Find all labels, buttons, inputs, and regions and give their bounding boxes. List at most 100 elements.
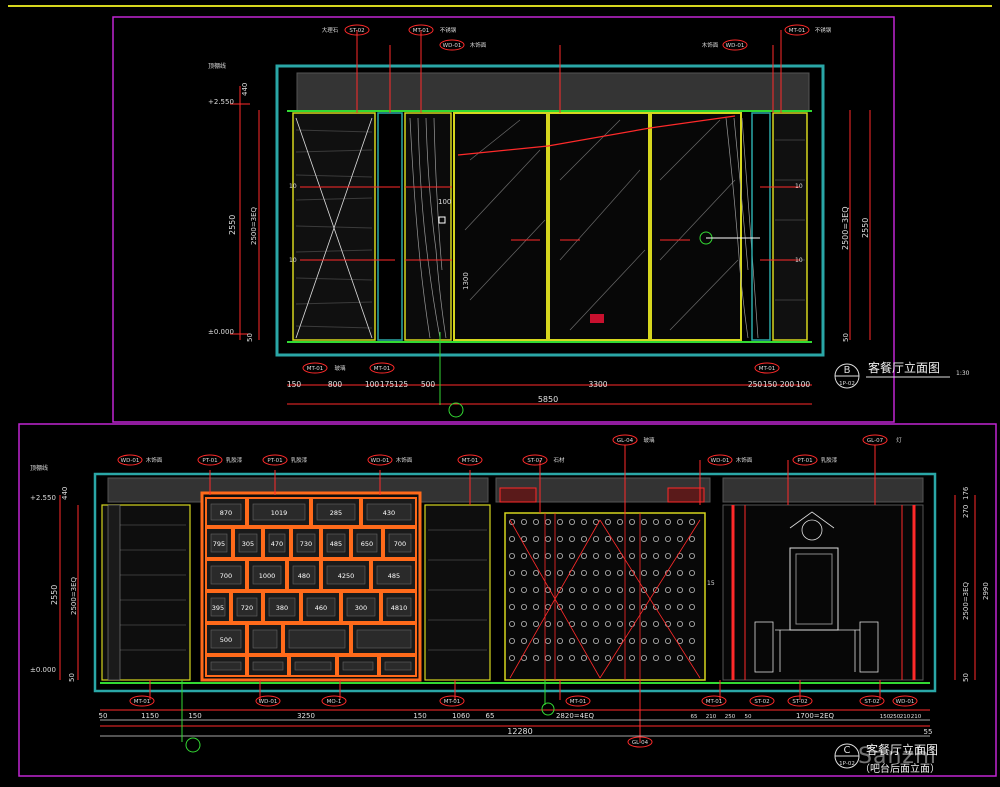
wine-bottle [593,587,600,594]
elev-b-dim-bottom: 200 [780,380,795,389]
wine-bottle [641,638,648,645]
elev-b-dim-bottom: 100 [796,380,811,389]
wine-bottle [557,553,564,560]
elev-b-dim-bottom: 800 [328,380,343,389]
svg-text:MT-01: MT-01 [307,366,324,372]
shelf-item [210,661,242,671]
elev-c-tag-code: WD-01 [259,699,278,705]
shelf-item [252,661,284,671]
wine-bottle [653,638,660,645]
wine-bottle [545,553,552,560]
wine-bottle [581,587,588,594]
elev-c-tag-text: 木饰面 [736,456,753,464]
wine-bottle [521,604,528,611]
wine-bottle [569,604,576,611]
elev-c-tag-bubble [255,695,281,707]
wine-bottle [617,519,624,526]
wine-bottle [533,553,540,560]
elev-c-tag-bubble [892,695,918,707]
wine-bottle [508,570,515,577]
elev-c-dim-bottom: 2820=4EQ [556,712,595,720]
elev-c-tag-bubble [859,695,885,707]
wine-bottle [508,519,515,526]
wine-bottle [605,587,612,594]
shelf-item [306,597,336,617]
elev-c-tag-bubble [457,454,483,466]
elev-b-level-bottom: ±0.000 [208,328,234,336]
wine-bottle [593,621,600,628]
svg-text:WD-01: WD-01 [443,43,462,49]
shelf-item [268,533,286,553]
shelf-item [252,503,306,521]
shelf-dim-label: 500 [220,636,232,644]
elev-c-tag-code: ST-02 [792,699,807,705]
elev-c-tag-code: WD-01 [121,458,140,464]
wine-bottle [581,604,588,611]
wine-bottle [533,570,540,577]
wine-bottle [545,519,552,526]
shelf-item [210,597,226,617]
wine-bottle [581,638,588,645]
elev-c-tag-bubble [612,434,638,446]
wine-bottle [605,621,612,628]
wine-bottle [593,570,600,577]
wine-bottle [605,553,612,560]
wine-bottle [605,655,612,662]
elev-c-tag-bubble [129,695,155,707]
elev-c-tag-bubble [565,695,591,707]
elev-c-dim-bottom: 1150 [141,712,159,720]
wine-bottle [605,536,612,543]
shelf-dim-label: 300 [355,604,367,612]
wine-bottle [689,621,696,628]
wine-bottle [605,638,612,645]
wine-bottle [629,604,636,611]
wine-bottle [521,553,528,560]
wine-bottle [508,587,515,594]
elev-c-note-15: 15 [707,580,715,587]
wine-bottle [593,604,600,611]
elev-c-tag-text: 乳胶漆 [291,456,308,464]
wine-bottle [533,519,540,526]
elev-c-dim-bottom: 210 [911,714,922,720]
wine-bottle [617,655,624,662]
shelf-dim-label: 700 [394,540,406,548]
elev-c-tag-code: ST-02 [864,699,879,705]
elev-c-dim-bottom: 210 [706,714,717,720]
shelf-item [326,533,346,553]
elev-b-dim-bottom: 150 [763,380,778,389]
elev-c-tag-text: 石材 [553,456,565,464]
wine-bottle [689,553,696,560]
elev-c-tag-code: WD-01 [371,458,390,464]
elev-b-dim-right-3: 50 [842,333,850,342]
elev-c-dim-bottom: 150 [413,712,426,720]
lower-sheet-frame [18,423,997,777]
wine-bottle [581,570,588,577]
wine-bottle [653,570,660,577]
elev-c-marker-letter: C [844,745,851,756]
elev-c-dim-bottom: 65 [486,712,495,720]
wine-bottle [557,638,564,645]
wine-bottle [677,570,684,577]
wine-bottle [617,536,624,543]
wine-bottle [569,638,576,645]
elev-c-tag-text: 木饰面 [396,456,413,464]
shelf-item [316,503,356,521]
elev-c-ceiling-note: 顶棚线 [30,464,48,472]
wine-rack-diagonal [599,519,701,679]
elev-c-tag-text: 乳胶漆 [226,456,243,464]
wine-bottle [629,536,636,543]
elev-c-tag-bubble [522,454,548,466]
shelf-dim-label: 730 [300,540,312,548]
elev-b-wall-outline [275,64,825,357]
wine-bottle [557,519,564,526]
elev-c-wall-outline [93,472,937,693]
watermark: Sanzhi [858,744,937,769]
svg-text:大理石: 大理石 [322,26,339,34]
shelf-dim-label: 430 [383,509,395,517]
svg-text:不锈钢: 不锈钢 [815,26,832,34]
wine-bottle [665,604,672,611]
shelf-item [288,629,346,649]
shelf-dim-label: 720 [241,604,253,612]
